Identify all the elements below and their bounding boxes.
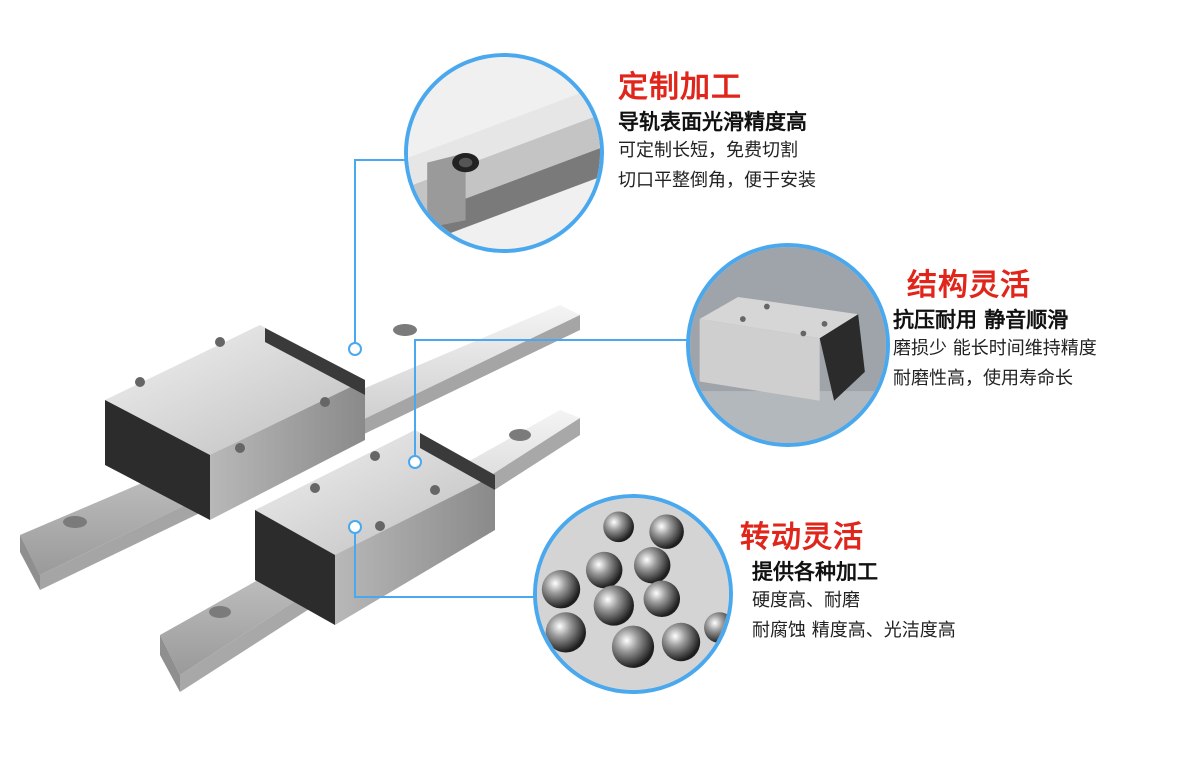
feature-line: 硬度高、耐磨 — [752, 590, 860, 611]
feature-line: 耐腐蚀 精度高、光洁度高 — [752, 620, 956, 641]
feature-line: 耐磨性高，使用寿命长 — [893, 368, 1073, 389]
feature-flexible-structure: 结构灵活 抗压耐用 静音顺滑 磨损少 能长时间维持精度 耐磨性高，使用寿命长 — [893, 268, 1097, 394]
connector-dot-3 — [348, 520, 362, 534]
feature-custom-processing: 定制加工 导轨表面光滑精度高 可定制长短，免费切割 切口平整倒角，便于安装 — [618, 70, 816, 196]
feature-title: 转动灵活 — [740, 520, 864, 555]
carriage-block-detail-image — [686, 243, 890, 447]
feature-subtitle: 提供各种加工 — [752, 560, 878, 584]
feature-title: 定制加工 — [618, 70, 742, 105]
connector-dot-2 — [408, 455, 422, 469]
linear-guide-rail-image — [20, 305, 580, 692]
feature-line: 可定制长短，免费切割 — [618, 140, 798, 161]
rail-end-detail-image — [404, 53, 604, 253]
steel-balls-detail-image — [533, 494, 733, 694]
connector-dot-1 — [348, 342, 362, 356]
feature-line: 切口平整倒角，便于安装 — [618, 170, 816, 191]
feature-subtitle: 导轨表面光滑精度高 — [618, 110, 807, 134]
feature-subtitle: 抗压耐用 静音顺滑 — [893, 308, 1069, 332]
feature-line: 磨损少 能长时间维持精度 — [893, 338, 1097, 359]
feature-title: 结构灵活 — [907, 268, 1031, 303]
feature-smooth-rotation: 转动灵活 提供各种加工 硬度高、耐磨 耐腐蚀 精度高、光洁度高 — [740, 520, 956, 646]
